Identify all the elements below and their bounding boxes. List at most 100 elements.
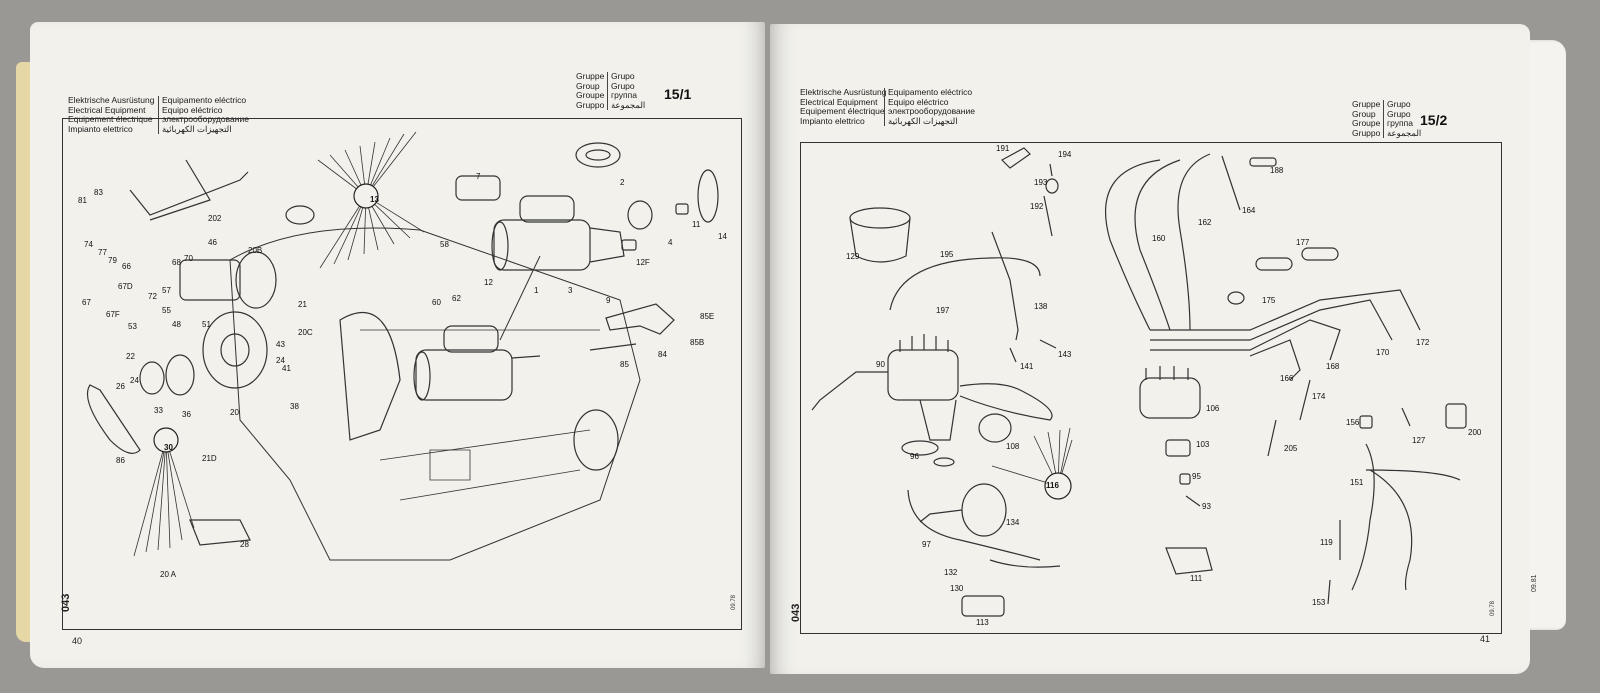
left-group-number: 15/1	[664, 86, 692, 102]
left-callout-38: 38	[290, 402, 299, 411]
left-callout-9: 9	[606, 296, 611, 305]
right-callout-168: 168	[1326, 362, 1340, 371]
right-callout-162: 162	[1198, 218, 1212, 227]
left-callout-21: 21	[298, 300, 307, 309]
right-callout-132: 132	[944, 568, 958, 577]
right-callout-119: 119	[1320, 538, 1333, 547]
right-callout-134: 134	[1006, 518, 1020, 527]
right-callout-129: 129	[846, 252, 860, 261]
left-callout-77: 77	[98, 248, 107, 257]
left-callout-12: 12	[484, 278, 493, 287]
left-callout-66: 66	[122, 262, 131, 271]
right-hub-label-116: 116	[1046, 481, 1059, 490]
left-callout-51: 51	[202, 320, 211, 329]
left-callout-14: 14	[718, 232, 727, 241]
left-callout-2: 2	[620, 178, 625, 187]
left-callout-4: 4	[668, 238, 673, 247]
page-stack-date: 09.81	[1531, 574, 1538, 592]
left-callout-68: 68	[172, 258, 181, 267]
left-callout-20A: 20 A	[160, 570, 177, 579]
left-callout-79: 79	[108, 256, 117, 265]
left-callout-12F: 12F	[636, 258, 650, 267]
right-callout-192: 192	[1030, 202, 1044, 211]
right-catalog-code: 043	[790, 603, 802, 622]
left-callout-20C: 20C	[298, 328, 313, 337]
left-callout-55: 55	[162, 306, 171, 315]
right-diagram-frame	[800, 142, 1502, 634]
right-callout-205: 205	[1284, 444, 1298, 453]
left-hub-label-13: 13	[370, 195, 379, 204]
left-callout-24: 24	[276, 356, 285, 365]
right-page	[770, 24, 1530, 674]
right-callout-141: 141	[1020, 362, 1034, 371]
left-callout-85E: 85E	[700, 312, 715, 321]
right-callout-195: 195	[940, 250, 954, 259]
left-callout-85: 85	[620, 360, 629, 369]
left-callout-21D: 21D	[202, 454, 217, 463]
right-callout-177: 177	[1296, 238, 1310, 247]
right-callout-153: 153	[1312, 598, 1326, 607]
right-callout-96: 96	[910, 452, 919, 461]
left-callout-58: 58	[440, 240, 449, 249]
left-callout-86: 86	[116, 456, 125, 465]
left-hub-label-30: 30	[164, 443, 173, 452]
right-callout-108: 108	[1006, 442, 1020, 451]
right-callout-175: 175	[1262, 296, 1276, 305]
left-callout-33: 33	[154, 406, 163, 415]
left-callout-62: 62	[452, 294, 461, 303]
right-callout-143: 143	[1058, 350, 1072, 359]
left-callout-7: 7	[476, 172, 481, 181]
left-callout-85B: 85B	[690, 338, 705, 347]
right-date-code: 09.78	[1490, 600, 1496, 616]
right-callout-95: 95	[1192, 472, 1201, 481]
right-callout-200: 200	[1468, 428, 1482, 437]
left-callout-24: 24	[130, 376, 139, 385]
right-callout-172: 172	[1416, 338, 1430, 347]
left-callout-67D: 67D	[118, 282, 133, 291]
left-callout-46: 46	[208, 238, 217, 247]
right-callout-151: 151	[1350, 478, 1364, 487]
right-callout-197: 197	[936, 306, 950, 315]
left-callout-3: 3	[568, 286, 573, 295]
left-callout-22: 22	[126, 352, 135, 361]
left-callout-74: 74	[84, 240, 93, 249]
right-callout-191: 191	[996, 144, 1010, 153]
right-callout-103: 103	[1196, 440, 1210, 449]
left-callout-81: 81	[78, 196, 87, 205]
right-callout-113: 113	[976, 618, 989, 627]
left-callout-67: 67	[82, 298, 91, 307]
left-callout-1: 1	[534, 286, 539, 295]
left-callout-26: 26	[116, 382, 125, 391]
left-callout-48: 48	[172, 320, 181, 329]
right-callout-156: 156	[1346, 418, 1360, 427]
right-callout-97: 97	[922, 540, 931, 549]
left-callout-60: 60	[432, 298, 441, 307]
left-callout-11: 11	[692, 220, 701, 229]
left-callout-28: 28	[240, 540, 249, 549]
right-callout-106: 106	[1206, 404, 1220, 413]
left-callout-43: 43	[276, 340, 285, 349]
left-page-number: 40	[72, 636, 83, 646]
left-callout-20B: 20B	[248, 246, 263, 255]
right-callout-164: 164	[1242, 206, 1256, 215]
left-callout-70: 70	[184, 254, 193, 263]
right-callout-188: 188	[1270, 166, 1284, 175]
right-callout-193: 193	[1034, 178, 1048, 187]
left-callout-84: 84	[658, 350, 667, 359]
left-callout-53: 53	[128, 322, 137, 331]
right-callout-127: 127	[1412, 436, 1426, 445]
right-callout-160: 160	[1152, 234, 1166, 243]
right-callout-130: 130	[950, 584, 964, 593]
left-callout-20: 20	[230, 408, 239, 417]
left-callout-202: 202	[208, 214, 222, 223]
